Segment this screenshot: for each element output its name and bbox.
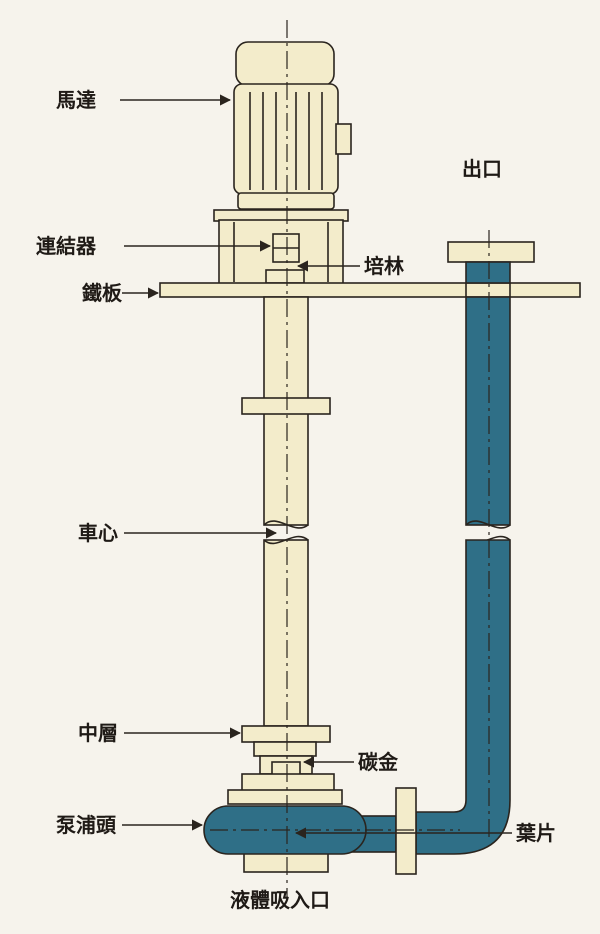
label-middle-bearing: 中層 <box>78 721 118 745</box>
label-outlet: 出口 <box>462 157 502 181</box>
label-inlet: 液體吸入口 <box>230 888 330 912</box>
base-plate <box>159 282 581 298</box>
label-coupling: 連結器 <box>36 234 96 258</box>
label-base-plate: 鐵板 <box>82 281 122 305</box>
coupling-housing <box>213 209 349 285</box>
shaft-column <box>241 296 331 727</box>
bushing <box>265 269 305 284</box>
label-pump-head: 泵浦頭 <box>56 813 116 837</box>
label-impeller: 葉片 <box>516 821 556 845</box>
label-bushing: 培林 <box>364 254 404 278</box>
outlet-pipe <box>415 241 535 855</box>
label-motor: 馬達 <box>56 88 96 112</box>
middle-bearing <box>227 725 343 805</box>
leader-lines <box>120 94 512 839</box>
motor <box>233 41 352 210</box>
center-lines <box>210 20 490 900</box>
label-carbon-seal: 碳金 <box>358 750 398 774</box>
label-shaft: 車心 <box>78 521 118 545</box>
